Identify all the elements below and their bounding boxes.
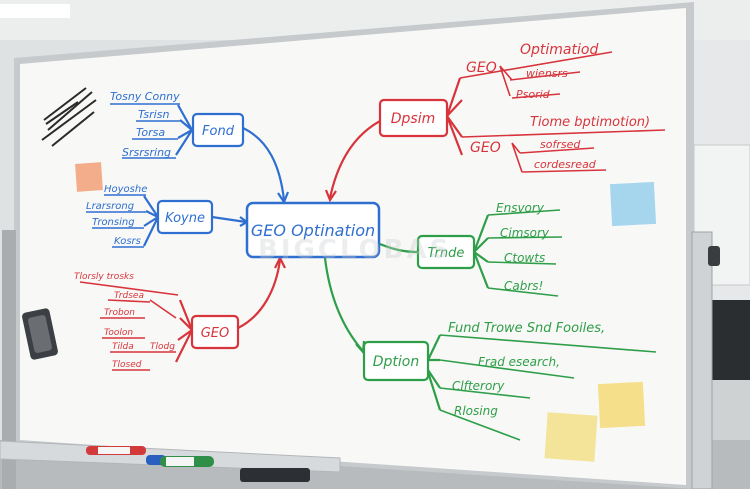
red-leaf: Toolon bbox=[104, 328, 133, 338]
red-leaf: Optimatiod bbox=[520, 42, 598, 58]
blue-node-fond-box bbox=[191, 112, 245, 148]
blue-leaf: Torsa bbox=[136, 126, 165, 139]
red-leaf: sofrsed bbox=[540, 138, 581, 151]
green-leaf: Clfterory bbox=[452, 379, 505, 393]
board-eraser-pad bbox=[28, 315, 52, 353]
stand-left bbox=[2, 230, 16, 489]
blue-leaf: Hoyoshe bbox=[104, 184, 147, 195]
red-node-geo: GEO bbox=[201, 326, 230, 341]
red-leaf: wiensrs bbox=[526, 67, 568, 80]
connectors bbox=[79, 51, 666, 441]
marker-green bbox=[160, 456, 214, 467]
green-node-trnde: Trnde bbox=[428, 246, 465, 261]
red-leaf: Trdsea bbox=[114, 291, 144, 301]
blue-node-fond: Fond bbox=[202, 124, 235, 139]
red-leaf: Psorid bbox=[516, 88, 551, 101]
center-node-label: GEO Optination bbox=[251, 221, 375, 240]
blue-leaf: Tosny Conny bbox=[110, 90, 180, 103]
blue-node-koyne-box bbox=[156, 199, 214, 235]
green-node-dption: Dption bbox=[373, 354, 419, 370]
green-leaf: Frad esearch, bbox=[478, 355, 560, 369]
green-leaf: Cimsory bbox=[500, 226, 550, 240]
green-node-trnde-box bbox=[416, 234, 476, 270]
stand-right-knob bbox=[708, 246, 720, 266]
green-node-dption-box bbox=[362, 340, 430, 382]
green-leaf: Fund Trowe Snd Fooiles, bbox=[448, 321, 605, 336]
red-leaf: Tiome bptimotion) bbox=[530, 115, 650, 130]
blue-leaf: Kosrs bbox=[114, 236, 141, 247]
red-leaf: GEO bbox=[466, 60, 497, 76]
red-leaf: Tlorsly trosks bbox=[74, 272, 134, 282]
blue-leaf: Tsrisn bbox=[138, 108, 169, 121]
red-leaf: GEO bbox=[470, 140, 501, 156]
blue-leaf: Tronsing bbox=[92, 217, 135, 228]
sticky-note-blue bbox=[609, 181, 657, 227]
desk-monitor bbox=[712, 300, 750, 390]
sticky-note-yellow-bottom bbox=[544, 412, 598, 462]
scribble-mark bbox=[41, 87, 97, 147]
red-leaf: Tilda bbox=[112, 342, 134, 352]
eraser-on-tray bbox=[240, 468, 310, 482]
red-node-dpsim-box bbox=[378, 98, 449, 138]
green-leaf: Ensvory bbox=[496, 201, 545, 215]
red-node-dpsim: Dpsim bbox=[391, 111, 436, 127]
blue-leaf: Lrarsrong bbox=[86, 201, 134, 212]
center-node-box bbox=[245, 201, 381, 259]
blue-node-koyne: Koyne bbox=[165, 211, 205, 226]
ceiling-light-left bbox=[0, 4, 70, 18]
marker-red bbox=[86, 446, 146, 455]
sticky-note-orange bbox=[75, 162, 103, 192]
green-leaf: Cabrs! bbox=[504, 279, 543, 293]
green-leaf: Rlosing bbox=[454, 404, 498, 418]
stand-right bbox=[691, 231, 713, 489]
sticky-note-yellow-right bbox=[597, 381, 646, 429]
red-leaf: Trobon bbox=[104, 308, 135, 318]
red-leaf: cordesread bbox=[534, 158, 597, 171]
red-leaf: Tlodg bbox=[150, 342, 175, 352]
blue-leaf: Srsrsring bbox=[122, 146, 171, 159]
red-leaf: Tlosed bbox=[112, 360, 142, 370]
green-leaf: Ctowts bbox=[504, 251, 545, 265]
watermark: BIGCLOBAS bbox=[258, 235, 451, 265]
red-node-geo-box bbox=[190, 314, 240, 350]
